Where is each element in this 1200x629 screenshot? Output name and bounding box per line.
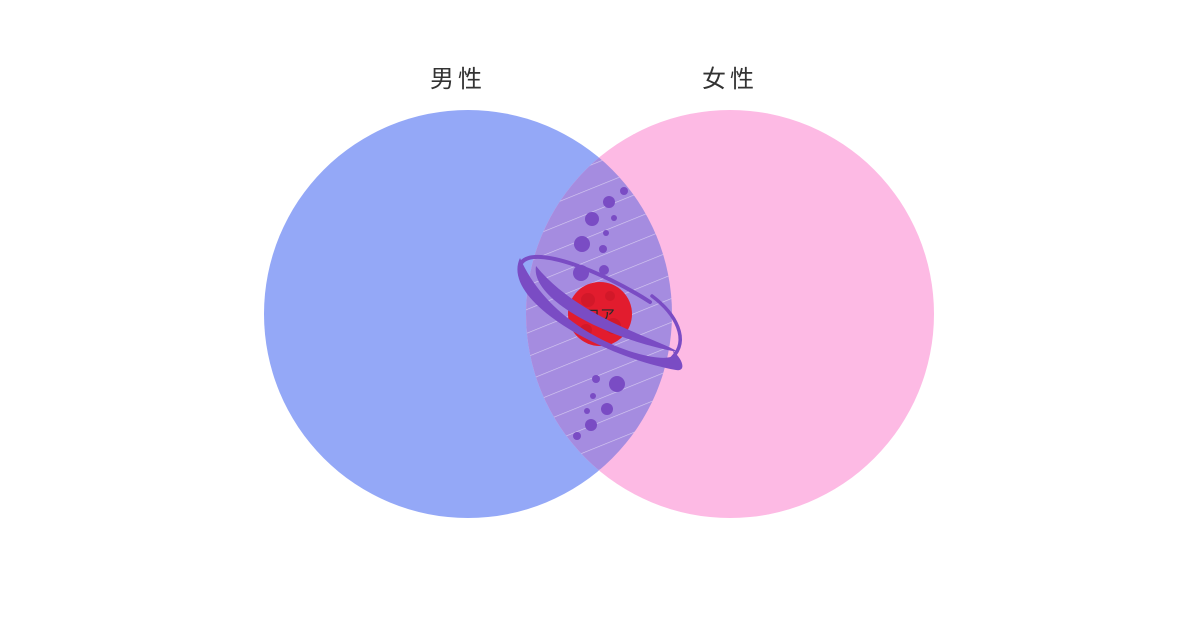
decorative-dot: [601, 403, 613, 415]
decorative-dot: [603, 230, 609, 236]
decorative-dot: [584, 408, 590, 414]
set-label-male: 男性: [430, 65, 486, 93]
orbit-ring-back: [520, 254, 652, 304]
set-label-female: 女性: [702, 65, 758, 93]
decorative-dot: [620, 187, 628, 195]
decorative-dot: [599, 245, 607, 253]
decorative-dot: [590, 393, 596, 399]
decorative-dot: [585, 419, 597, 431]
decorative-dot: [573, 432, 581, 440]
decorative-dot: [599, 265, 609, 275]
decorative-dot: [574, 236, 590, 252]
decorative-dot: [609, 376, 625, 392]
intersection-region: [526, 110, 672, 518]
decorative-dot: [611, 215, 617, 221]
intersection-dots: [573, 187, 628, 440]
decorative-dot: [592, 375, 600, 383]
orbit-ring-front: [517, 258, 683, 371]
decorative-dot: [603, 196, 615, 208]
decorative-dot: [585, 212, 599, 226]
orbit-ring-swoosh: [650, 294, 682, 360]
